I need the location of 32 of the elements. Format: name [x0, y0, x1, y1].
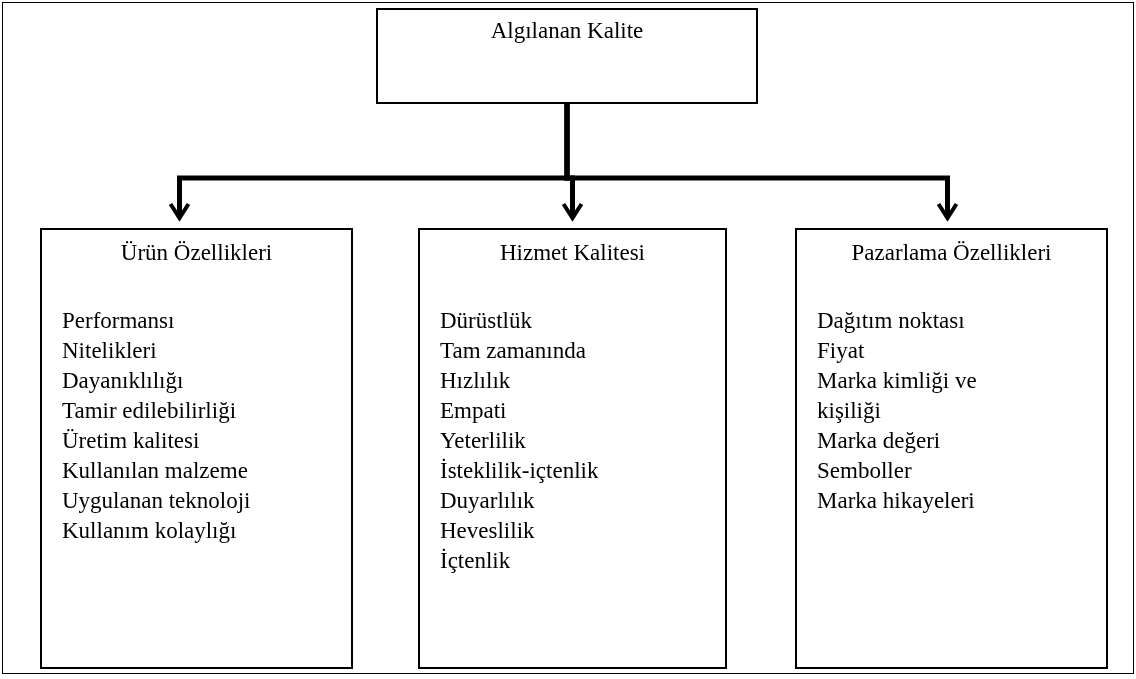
list-item: Dürüstlük	[440, 307, 533, 335]
list-item: Semboller	[817, 457, 913, 485]
list-item: Empati	[440, 397, 508, 425]
category-box	[795, 228, 1108, 669]
list-item: Uygulanan teknoloji	[62, 487, 252, 515]
list-item: Üretim kalitesi	[62, 427, 201, 455]
list-item: Marka kimliği ve kişiliği	[817, 367, 978, 425]
list-item: Tam zamanında	[440, 337, 587, 365]
list-item: Hızlılık	[440, 367, 512, 395]
list-item: Performansı	[62, 307, 176, 335]
list-item: Duyarlılık	[440, 487, 536, 515]
list-item: Nitelikleri	[62, 337, 158, 365]
list-item: Kullanım kolaylığı	[62, 517, 238, 545]
list-item: Dağıtım noktası	[817, 307, 966, 335]
box-title: Algılanan Kalite	[490, 17, 644, 45]
category-box	[40, 228, 353, 669]
list-item: Fiyat	[817, 337, 866, 365]
root-box	[376, 8, 758, 104]
list-item: İsteklilik-içtenlik	[440, 457, 600, 485]
list-item: Heveslilik	[440, 517, 536, 545]
category-box	[418, 228, 727, 669]
box-heading: Hizmet Kalitesi	[499, 239, 646, 267]
box-heading: Ürün Özellikleri	[119, 239, 274, 267]
list-item: Marka değeri	[817, 427, 942, 455]
list-item: Marka hikayeleri	[817, 487, 976, 515]
list-item: Tamir edilebilirliği	[62, 397, 238, 425]
list-item: Yeterlilik	[440, 427, 527, 455]
list-item: Kullanılan malzeme	[62, 457, 249, 485]
box-heading: Pazarlama Özellikleri	[850, 239, 1053, 267]
list-item: Dayanıklılığı	[62, 367, 185, 395]
list-item: İçtenlik	[440, 547, 512, 575]
connector-arrow	[564, 104, 959, 222]
